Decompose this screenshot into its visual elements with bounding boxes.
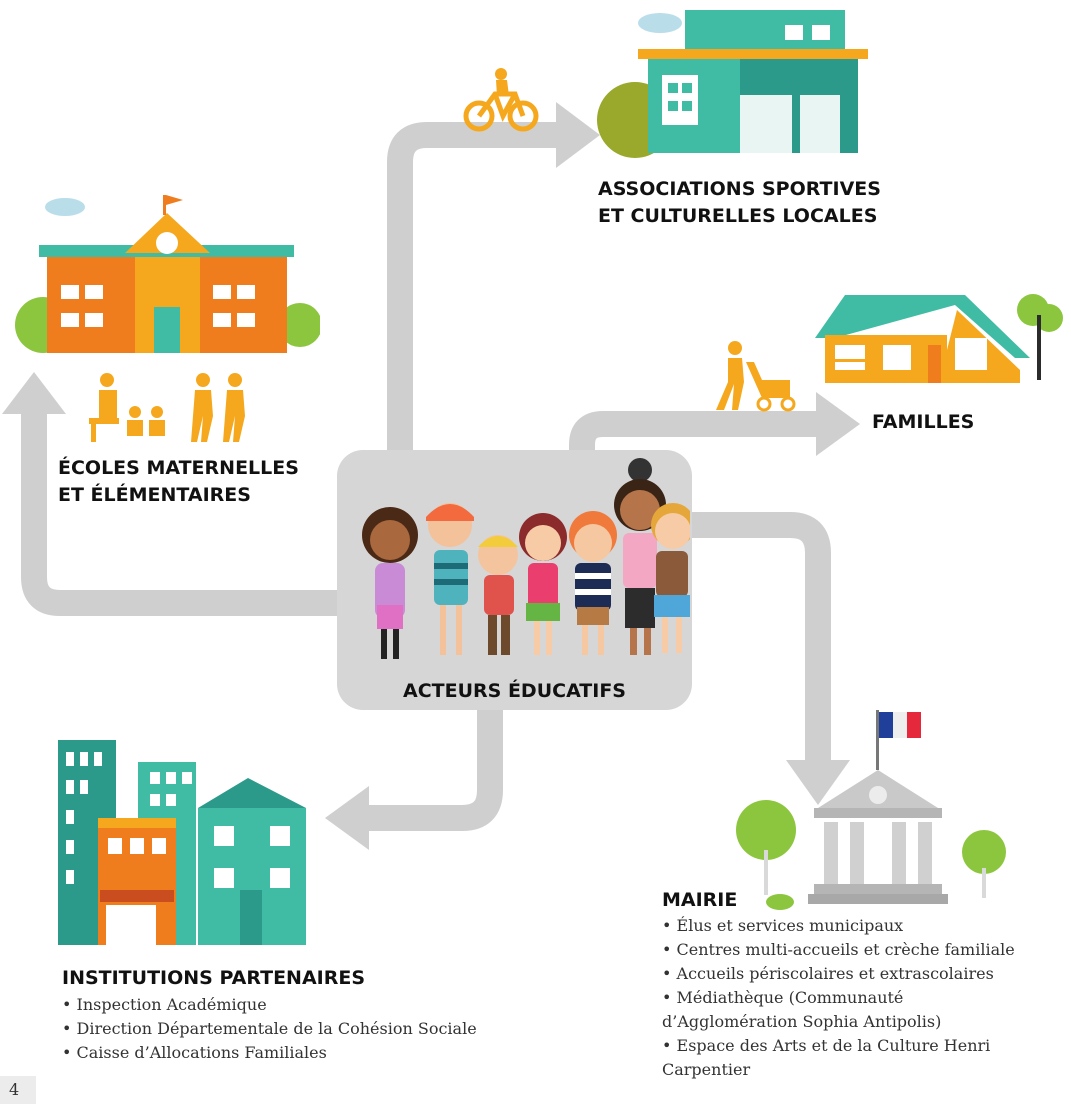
institutions-item: • Direction Départementale de la Cohésio… <box>62 1019 477 1038</box>
town-hall <box>736 710 1006 910</box>
arrowhead-familles <box>816 392 860 456</box>
tree-icon <box>736 800 796 895</box>
ecoles-label-2: ET ÉLÉMENTAIRES <box>58 484 251 506</box>
institutions-list: • Inspection Académique • Direction Dépa… <box>62 993 477 1065</box>
tree-icon <box>962 830 1006 898</box>
child-4 <box>519 513 567 655</box>
child-7 <box>651 503 690 653</box>
city-buildings <box>58 740 306 945</box>
child-3 <box>478 535 518 655</box>
mairie-list: • Élus et services municipaux • Centres … <box>662 914 1015 1082</box>
flag-icon <box>879 712 921 738</box>
school-building <box>15 195 320 353</box>
arrow-to-institutions <box>365 710 503 831</box>
tree-icon <box>1017 294 1063 380</box>
family-house <box>815 294 1063 383</box>
mairie-item: d’Agglomération Sophia Antipolis) <box>662 1012 942 1031</box>
arrowhead-associations <box>556 102 600 168</box>
arrow-to-familles <box>569 411 820 465</box>
arrowhead-ecoles <box>2 372 66 414</box>
mairie-item: • Accueils périscolaires et extrascolair… <box>662 964 994 983</box>
child-1 <box>362 507 418 659</box>
institutions-title: INSTITUTIONS PARTENAIRES <box>62 967 366 989</box>
child-2 <box>426 503 474 655</box>
arrowhead-institutions <box>325 786 369 850</box>
cloud-icon <box>45 198 85 216</box>
sports-building <box>597 10 868 158</box>
associations-label-1: ASSOCIATIONS SPORTIVES <box>598 178 881 200</box>
mairie-item: Carpentier <box>662 1060 751 1079</box>
cloud-icon <box>638 13 682 33</box>
mairie-item: • Espace des Arts et de la Culture Henri <box>662 1036 991 1055</box>
arrow-to-ecoles <box>21 410 345 616</box>
mairie-item: • Élus et services municipaux <box>662 916 904 935</box>
arrow-to-associations <box>387 122 560 465</box>
mairie-title: MAIRIE <box>662 889 738 911</box>
familles-label: FAMILLES <box>872 411 975 433</box>
institutions-item: • Caisse d’Allocations Familiales <box>62 1043 327 1062</box>
bicycle-icon <box>463 68 539 132</box>
students-icon <box>89 373 245 442</box>
mairie-item: • Centres multi-accueils et crèche famil… <box>662 940 1015 959</box>
children-group <box>362 458 690 659</box>
stroller-icon <box>716 341 796 412</box>
arrowhead-mairie <box>786 760 850 805</box>
child-6 <box>614 458 666 655</box>
child-5 <box>569 511 617 655</box>
page-number: 4 <box>0 1076 36 1104</box>
center-label: ACTEURS ÉDUCATIFS <box>403 680 626 702</box>
institutions-item: • Inspection Académique <box>62 995 267 1014</box>
associations-label-2: ET CULTURELLES LOCALES <box>598 205 878 227</box>
ecoles-label-1: ÉCOLES MATERNELLES <box>58 457 299 479</box>
arrow-to-mairie <box>692 512 831 765</box>
mairie-item: • Médiathèque (Communauté <box>662 988 904 1007</box>
